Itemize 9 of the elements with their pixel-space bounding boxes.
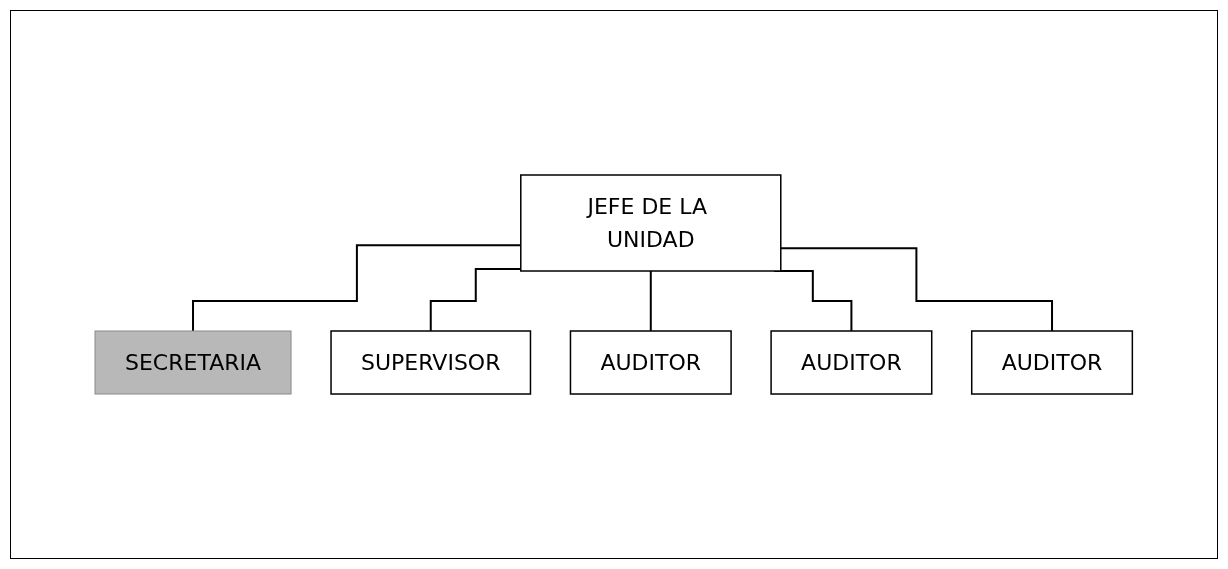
node-box: JEFE DE LA UNIDAD — [520, 174, 782, 272]
node-box: SECRETARIA — [94, 330, 292, 395]
connector — [430, 268, 523, 332]
node-box: AUDITOR — [570, 330, 733, 395]
node-box: AUDITOR — [770, 330, 933, 395]
node-box: SUPERVISOR — [330, 330, 532, 395]
connector — [192, 244, 523, 332]
connector — [650, 270, 653, 332]
node-box: AUDITOR — [971, 330, 1134, 395]
